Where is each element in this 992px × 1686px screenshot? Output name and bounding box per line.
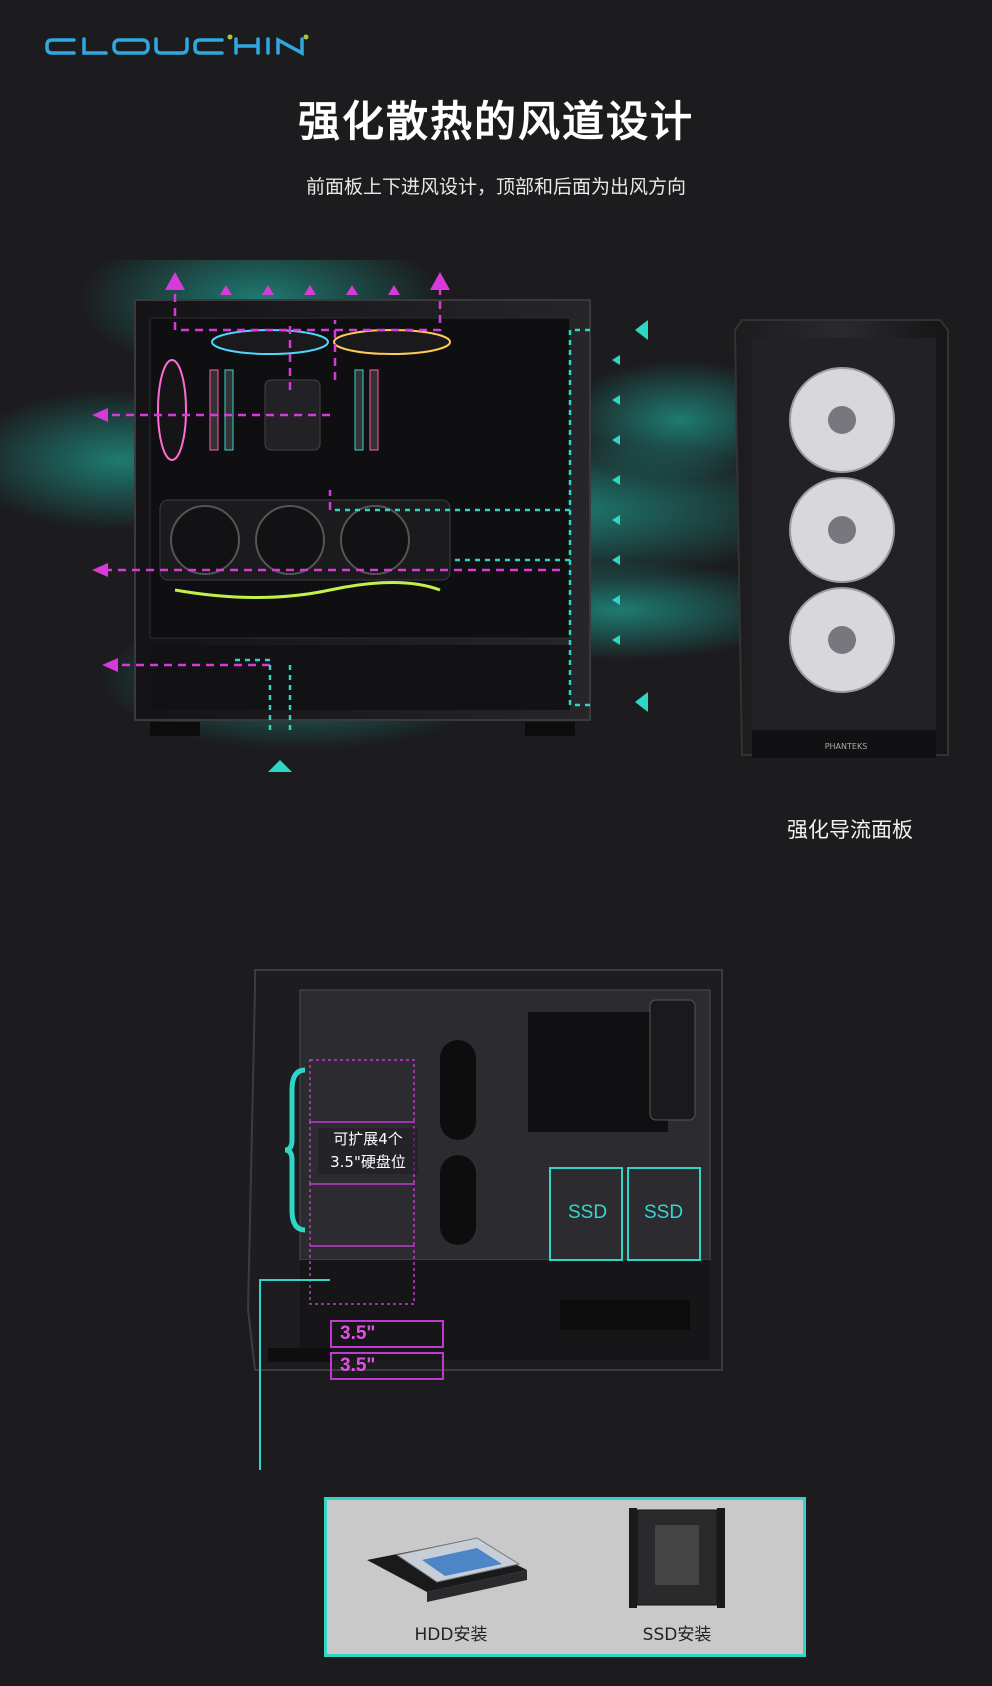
radiator-fan [211, 329, 451, 355]
front-panel-case: PHANTEKS [733, 319, 949, 758]
ssd-install-label: SSD安装 [642, 1625, 712, 1645]
ssd-tag: SSD [644, 1202, 684, 1223]
airflow-diagram: PHANTEKS [0, 260, 992, 860]
svg-text:PHANTEKS: PHANTEKS [825, 742, 868, 751]
hdd-bays-label-line2: 3.5"硬盘位 [330, 1153, 406, 1171]
hdd-install-label: HDD安装 [414, 1625, 488, 1645]
install-panel: HDD安装 SSD安装 [324, 1497, 806, 1657]
bay-size-tag: 3.5" [330, 1352, 444, 1380]
ssd-tray-image [629, 1508, 725, 1608]
hdd-bays-label-line1: 可扩展4个 [333, 1130, 403, 1148]
brand-logo [44, 30, 314, 62]
bay-size-tag: 3.5" [330, 1320, 444, 1348]
hdd-bays-label: 可扩展4个 3.5"硬盘位 [318, 1128, 418, 1174]
storage-diagram [0, 950, 992, 1470]
page-title: 强化散热的风道设计 [297, 97, 694, 146]
ssd-tag: SSD [568, 1202, 608, 1223]
page-subtitle: 前面板上下进风设计，顶部和后面为出风方向 [305, 176, 686, 198]
hdd-drive-image [367, 1537, 527, 1602]
front-panel-label: 强化导流面板 [787, 818, 913, 842]
